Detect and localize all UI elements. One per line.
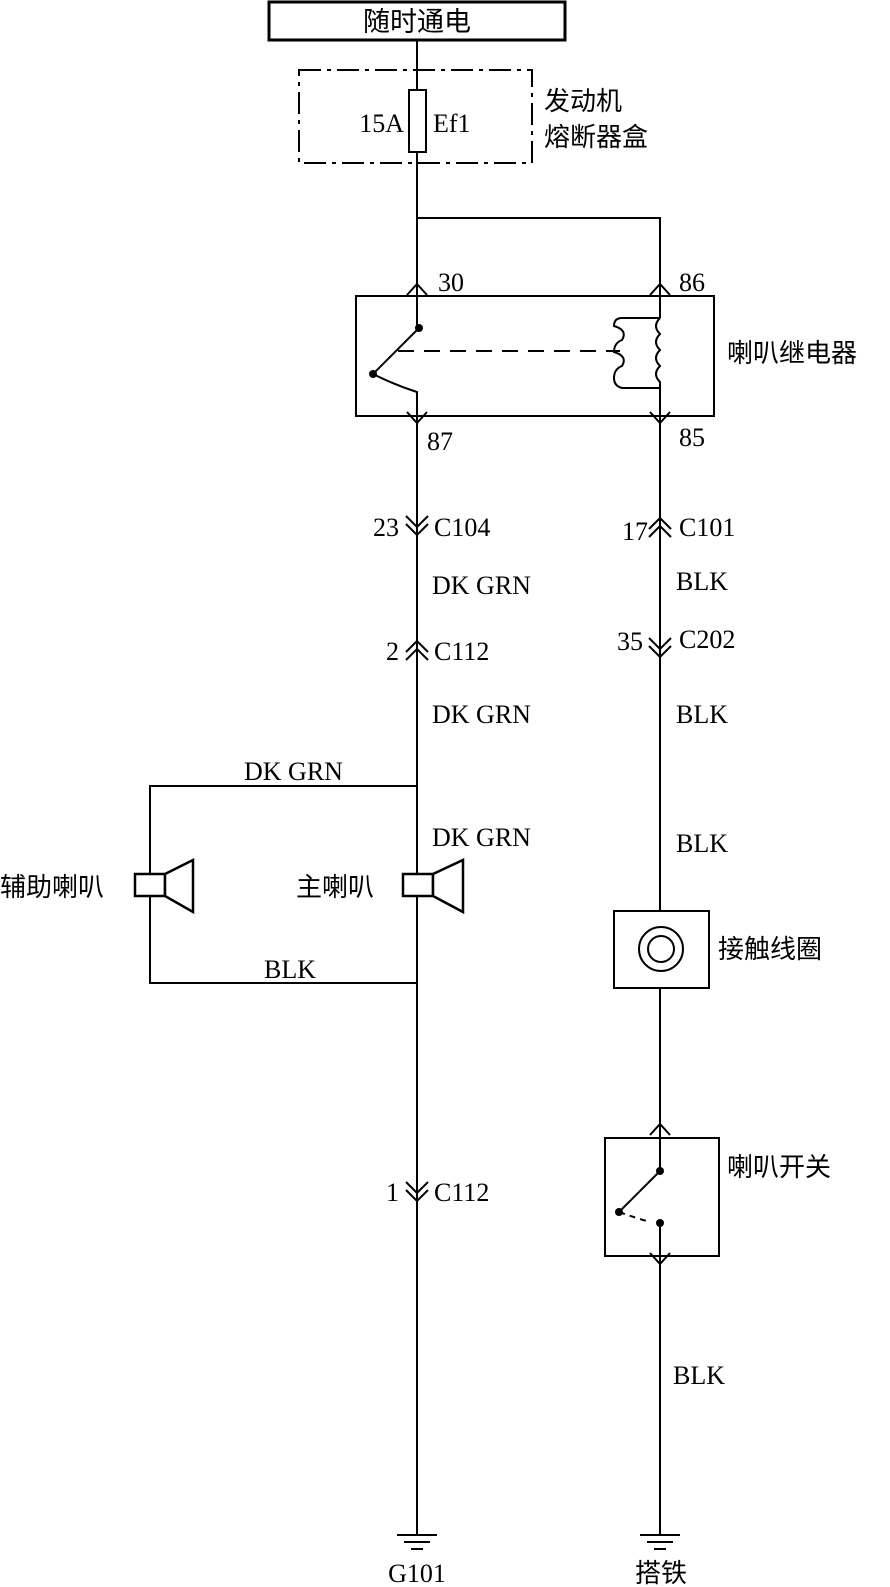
aux-wire-color-top: DK GRN <box>244 757 343 786</box>
aux-horn-bell <box>163 857 195 915</box>
relay-blade <box>372 327 420 375</box>
connector-chevron-icon <box>405 1181 429 1195</box>
fuse-icon <box>408 89 427 153</box>
coil-feed-wire <box>417 217 661 290</box>
right-wire-color-1: BLK <box>676 567 728 596</box>
fuse-box-name-line2: 熔断器盒 <box>544 123 648 153</box>
aux-horn-label: 辅助喇叭 <box>0 873 104 903</box>
aux-horn-icon <box>133 872 167 898</box>
aux-wire-color-bottom: BLK <box>264 955 316 984</box>
c112-pin-1: 1 <box>386 1178 399 1207</box>
pin-85-label: 85 <box>679 423 705 452</box>
left-wire-color-3: DK GRN <box>432 823 531 852</box>
connector-chevron-icon <box>405 647 429 661</box>
connector-chevron-icon <box>648 516 672 530</box>
ground-g101: G101 <box>388 1534 446 1587</box>
connector-chevron-icon <box>648 524 672 538</box>
aux-horn: 辅助喇叭 <box>0 857 195 915</box>
fuse-box-name-line1: 发动机 <box>544 87 622 117</box>
coil-winding <box>655 317 662 388</box>
right-wire-color-2: BLK <box>676 700 728 729</box>
connector-chevron-icon <box>405 523 429 537</box>
c112-pin-2: 2 <box>386 637 399 666</box>
left-wire-color-2: DK GRN <box>432 700 531 729</box>
connector-c104: 23 C104 <box>373 513 490 542</box>
c202-pin: 35 <box>617 627 643 656</box>
pin-87-label: 87 <box>427 427 453 456</box>
pin-86-label: 86 <box>679 268 705 297</box>
clockspring: 接触线圈 <box>613 910 822 989</box>
fuse-box-outline <box>298 69 533 164</box>
c101-name: C101 <box>679 513 735 542</box>
main-horn-bell <box>431 858 465 915</box>
connector-c202: 35 C202 <box>617 625 735 659</box>
fuse-id: Ef1 <box>433 109 471 138</box>
horn-relay: 30 86 87 85 喇叭继电器 <box>355 268 857 456</box>
fuse-box: 15A Ef1 发动机 熔断器盒 <box>298 69 648 164</box>
horn-switch-label: 喇叭开关 <box>727 1153 831 1183</box>
switch-dashed-link <box>618 1211 651 1223</box>
pin-30-label: 30 <box>438 268 464 297</box>
connector-c112-2: 2 C112 <box>386 637 489 666</box>
main-horn: 主喇叭 <box>296 858 465 915</box>
clockspring-inner-ring <box>647 935 675 963</box>
connector-chevron-icon <box>405 515 429 529</box>
connector-chevron-icon <box>648 637 672 651</box>
connector-chevron-icon <box>405 1189 429 1203</box>
switch-box <box>604 1137 720 1257</box>
coil-icon <box>612 317 660 389</box>
connector-c112-1: 1 C112 <box>386 1178 489 1207</box>
clockspring-label: 接触线圈 <box>718 935 822 965</box>
right-wire-color-3: BLK <box>676 829 728 858</box>
c104-name: C104 <box>434 513 490 542</box>
ground-chassis-label: 搭铁 <box>635 1559 687 1587</box>
c112-name-1: C112 <box>434 1178 489 1207</box>
relay-box <box>355 295 715 417</box>
c112-name-2: C112 <box>434 637 489 666</box>
pin-87-lead <box>372 373 418 425</box>
connector-chevron-icon <box>648 645 672 659</box>
c202-name: C202 <box>679 625 735 654</box>
main-horn-label: 主喇叭 <box>296 873 374 903</box>
relay-name: 喇叭继电器 <box>727 339 857 369</box>
ground-g101-label: G101 <box>388 1559 446 1587</box>
c104-pin: 23 <box>373 513 399 542</box>
c101-pin: 17 <box>622 517 648 546</box>
clockspring-box <box>613 910 710 989</box>
ground-chassis: 搭铁 <box>635 1534 687 1587</box>
switch-blade <box>618 1170 661 1213</box>
connector-c101: 17 C101 <box>622 513 735 546</box>
left-wire-color-1: DK GRN <box>432 571 531 600</box>
main-horn-icon <box>401 872 435 898</box>
clockspring-icon <box>638 926 684 972</box>
horn-switch: 喇叭开关 <box>604 1122 831 1266</box>
power-source: 随时通电 <box>267 0 567 42</box>
connector-chevron-icon <box>405 639 429 653</box>
power-label: 随时通电 <box>363 7 471 38</box>
fuse-rating: 15A <box>359 109 404 138</box>
right-wire-color-4: BLK <box>673 1361 725 1390</box>
